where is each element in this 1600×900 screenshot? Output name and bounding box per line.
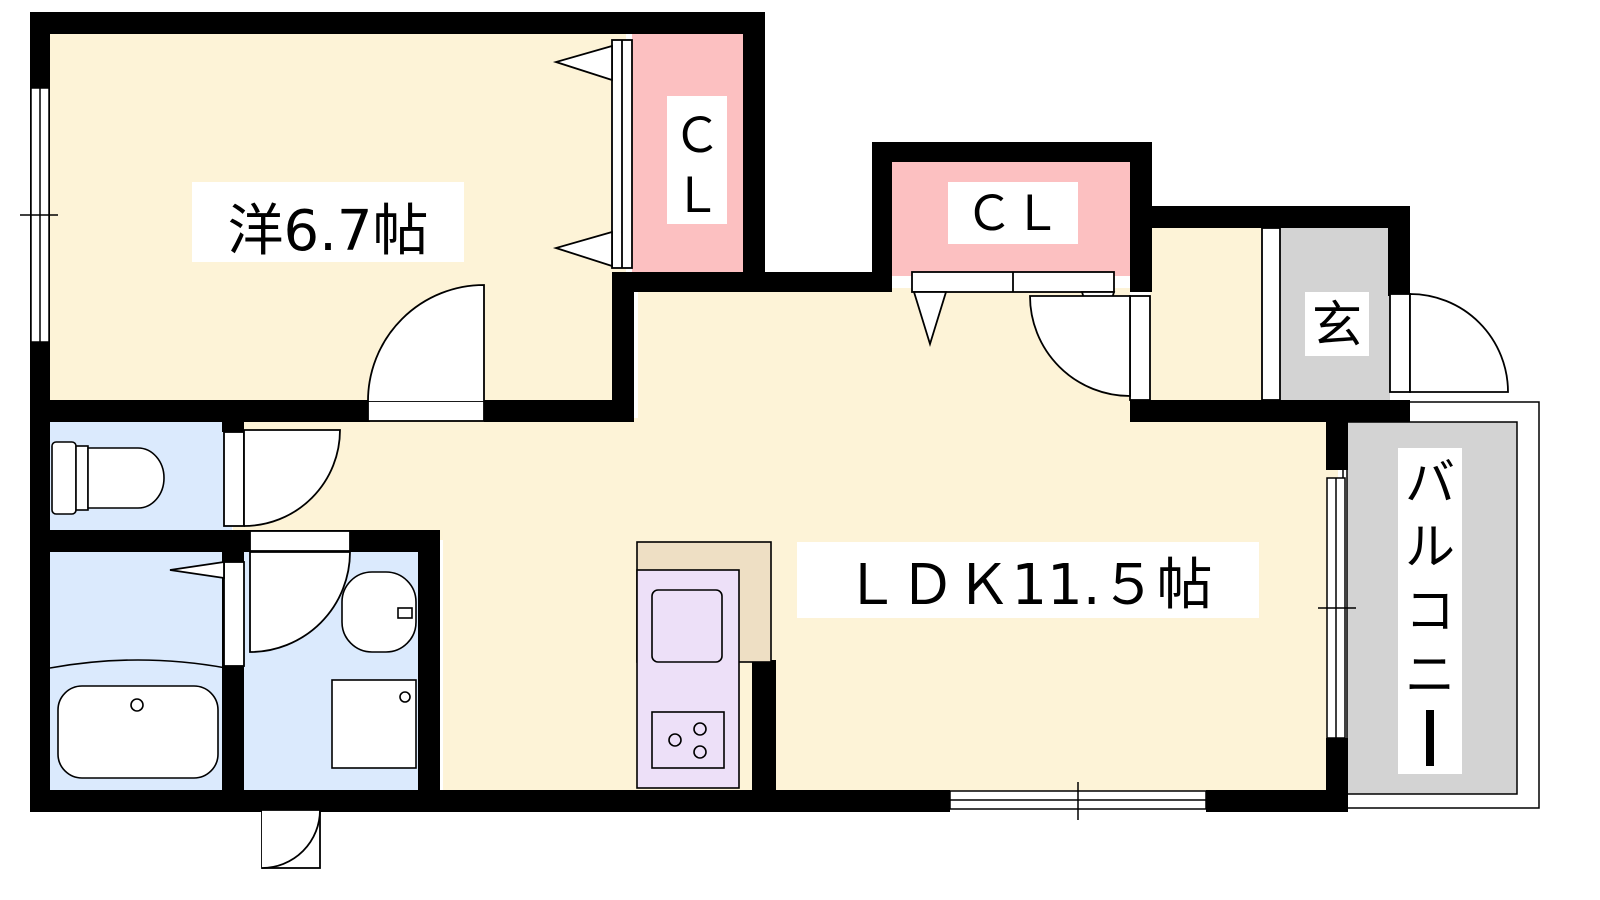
windows <box>20 87 1356 820</box>
washroom-door-swing <box>249 551 351 653</box>
closet-1-label-c: Ｃ <box>673 108 721 164</box>
burner-icon <box>693 745 707 759</box>
stove <box>651 711 725 769</box>
doors <box>169 39 1509 869</box>
balcony-label-3: コ <box>1405 582 1455 640</box>
balcony-label-2: ル <box>1405 518 1455 576</box>
sink <box>651 589 723 663</box>
entrance-hall-floor <box>1150 228 1268 406</box>
toilet-door-swing <box>243 429 341 527</box>
balcony-label-5-dash <box>1426 710 1434 766</box>
toilet-fixture <box>51 441 165 515</box>
burner-icon <box>693 722 707 736</box>
burner-icon <box>668 733 682 747</box>
entrance-label: 玄 <box>1312 296 1362 354</box>
front-door-swing <box>1409 293 1509 393</box>
washbasin-fixture <box>341 571 417 653</box>
closet-1-label-l: Ｌ <box>673 168 721 224</box>
fixtures <box>49 441 772 789</box>
balcony-label-4: ニ <box>1405 646 1455 704</box>
labels: 洋6.7帖 Ｃ Ｌ ＣＬ 玄 ＬＤＫ11.５帖 バ ル コ ニ ー <box>192 96 1462 774</box>
ldk-label: ＬＤＫ11.５帖 <box>843 553 1212 618</box>
western-room-door-swing <box>367 284 485 402</box>
bathtub-fixture <box>49 659 227 779</box>
balcony-label-1: バ <box>1405 454 1455 512</box>
walls <box>30 12 1410 812</box>
ldk-floor <box>233 288 1338 807</box>
western-room-door-opening <box>367 400 485 422</box>
closet-2-label: ＣＬ <box>965 186 1061 242</box>
western-room-label: 洋6.7帖 <box>227 199 428 264</box>
hall-door-swing <box>1029 295 1131 397</box>
